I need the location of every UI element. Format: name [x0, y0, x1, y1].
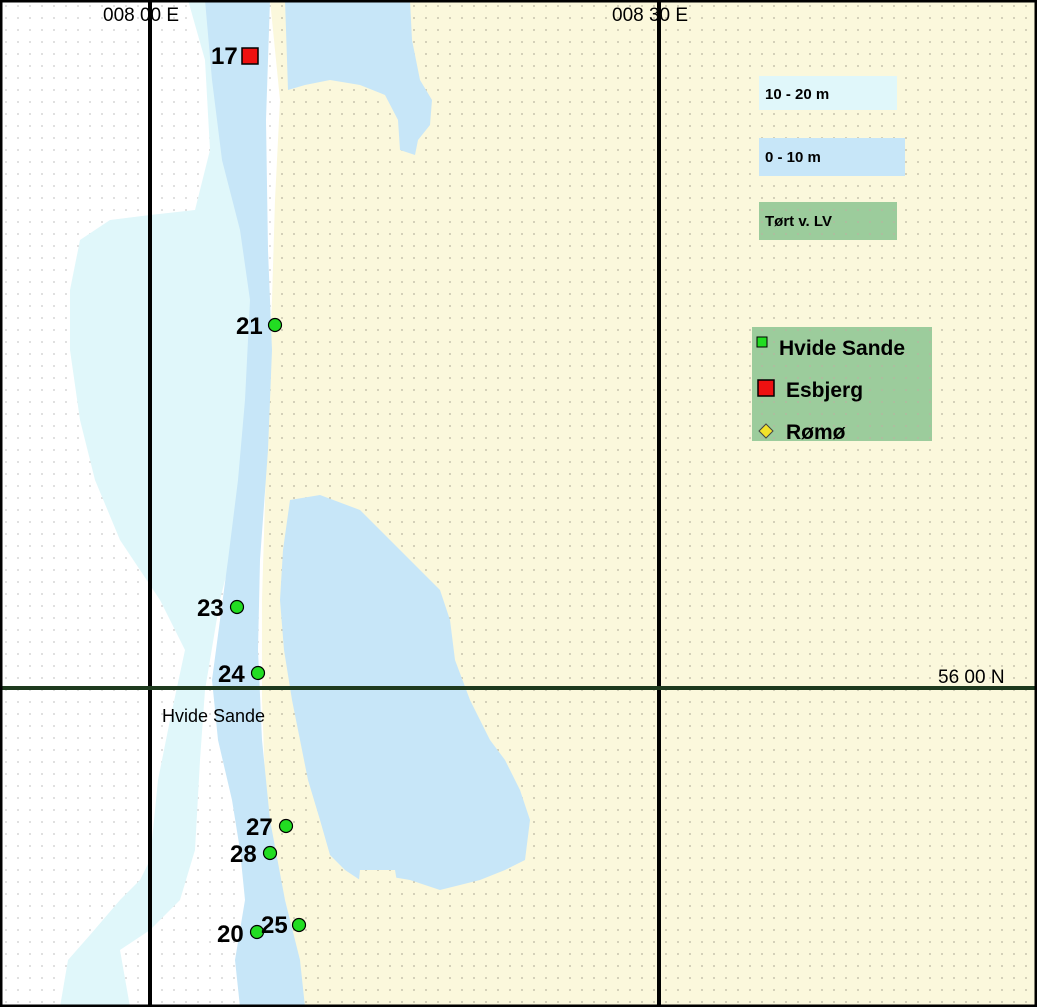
green-circle-icon — [229, 599, 245, 615]
grid-label-lon-8-30: 008 30 E — [612, 5, 688, 26]
station-21[interactable]: 21 — [236, 313, 283, 340]
station-key: Hvide Sande Esbjerg Rømø — [752, 327, 932, 444]
legend-label-10-20: 10 - 20 m — [765, 86, 829, 103]
station-label: 25 — [261, 912, 288, 939]
station-25[interactable]: 25 — [261, 912, 307, 939]
legend-label-0-10: 0 - 10 m — [765, 149, 821, 166]
green-circle-icon — [267, 317, 283, 333]
green-circle-icon — [249, 924, 265, 940]
station-label: 20 — [217, 921, 244, 948]
place-label-hvide-sande: Hvide Sande — [162, 706, 265, 726]
green-circle-icon — [262, 845, 278, 861]
green-circle-icon — [291, 917, 307, 933]
station-20[interactable]: 20 — [217, 921, 265, 948]
station-label: 28 — [230, 841, 257, 868]
legend-swatch-10-20 — [759, 76, 897, 110]
grid-label-lon-8-00: 008 00 E — [103, 5, 179, 26]
station-label: 21 — [236, 313, 263, 340]
station-label: 24 — [218, 661, 245, 688]
depth-legend: 10 - 20 m 0 - 10 m Tørt v. LV — [759, 76, 905, 240]
key-label-romo: Rømø — [786, 421, 846, 444]
yellow-diamond-icon — [758, 423, 774, 439]
station-27[interactable]: 27 — [246, 814, 294, 841]
station-23[interactable]: 23 — [197, 595, 245, 622]
green-circle-icon — [250, 665, 266, 681]
red-square-icon — [757, 379, 775, 397]
station-24[interactable]: 24 — [218, 661, 266, 688]
key-label-esbjerg: Esbjerg — [786, 379, 863, 402]
key-label-hvide-sande: Hvide Sande — [779, 337, 905, 360]
station-label: 17 — [211, 43, 238, 70]
station-label: 23 — [197, 595, 224, 622]
green-circle-icon — [278, 818, 294, 834]
grid-label-lat-56-00: 56 00 N — [938, 667, 1005, 688]
shallow-0-10-area — [205, 0, 305, 1007]
station-17[interactable]: 17 — [211, 43, 259, 70]
legend-swatch-0-10 — [759, 138, 905, 176]
station-28[interactable]: 28 — [230, 841, 278, 868]
legend-label-dry: Tørt v. LV — [765, 213, 832, 230]
station-label: 27 — [246, 814, 273, 841]
green-square-icon — [756, 336, 768, 348]
red-square-icon — [241, 47, 259, 65]
